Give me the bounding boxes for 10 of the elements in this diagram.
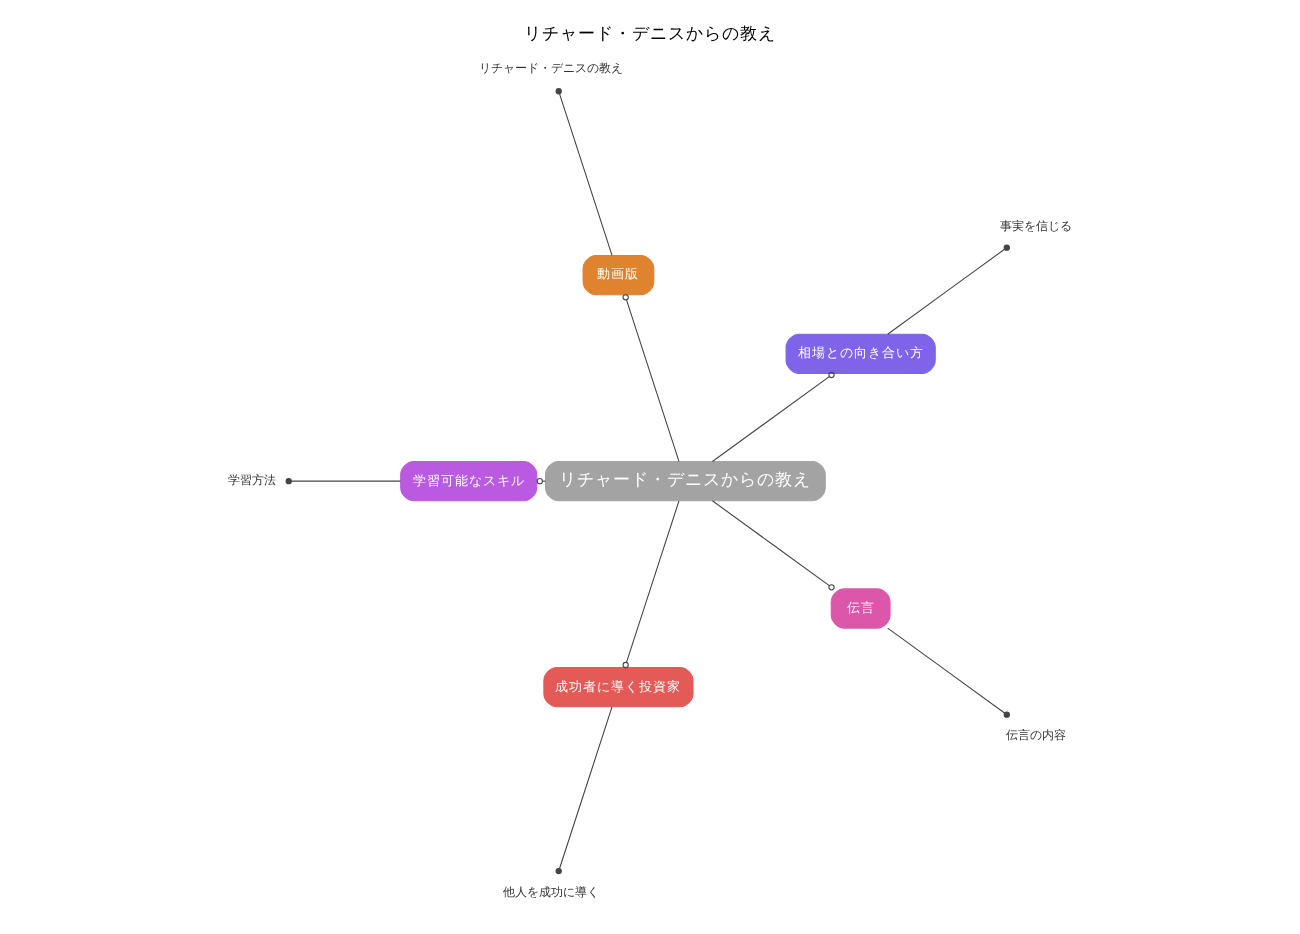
connector bbox=[887, 627, 1010, 718]
connector bbox=[711, 371, 835, 463]
connector bbox=[622, 500, 680, 669]
connector bbox=[711, 500, 835, 591]
connector bbox=[285, 478, 402, 485]
connector bbox=[622, 294, 680, 462]
connector bbox=[555, 88, 613, 256]
connector bbox=[555, 706, 613, 875]
diagram-title: リチャード・デニスからの教え bbox=[524, 25, 776, 46]
connector bbox=[887, 244, 1010, 335]
